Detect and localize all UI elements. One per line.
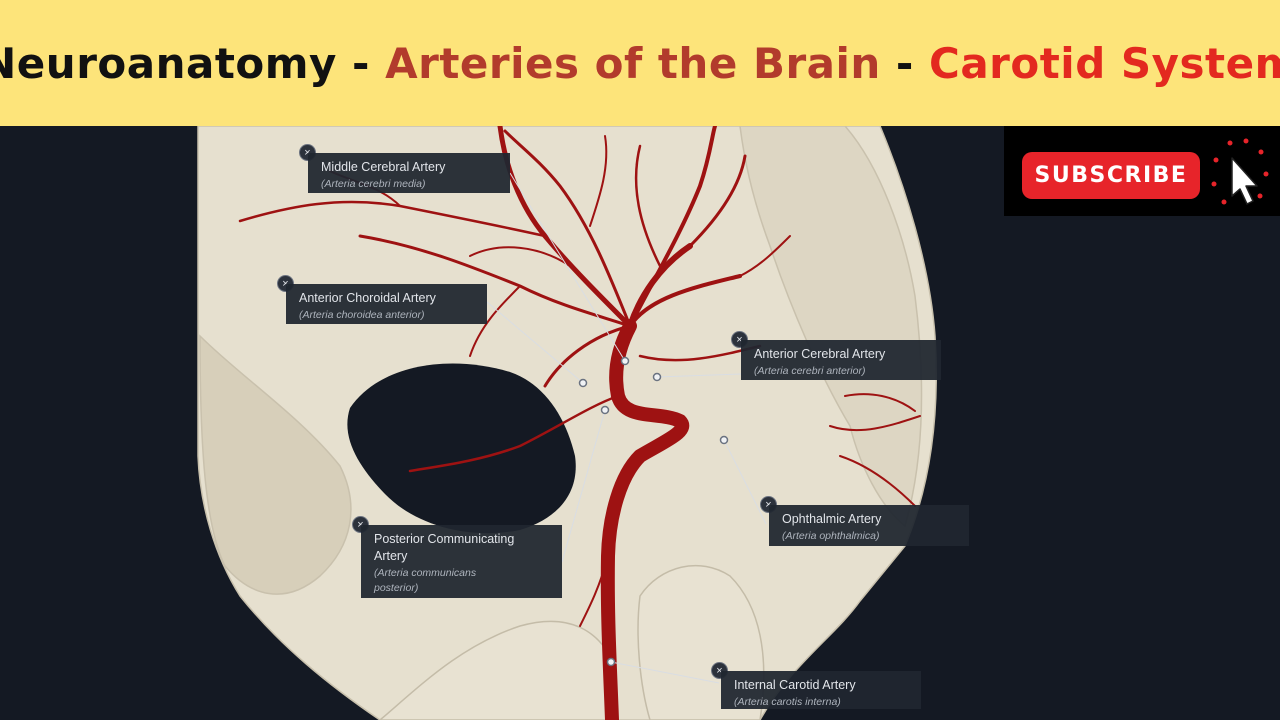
close-icon: × [357,519,363,531]
video-title: Neuroanatomy - Arteries of the Brain - C… [0,39,1280,88]
label-name: Ophthalmic Artery [782,512,882,526]
label-leader-lines [486,172,767,684]
title-separator: - [336,38,386,88]
label-anchor-dots[interactable] [578,356,729,667]
label-middle-cerebral-artery: Middle Cerebral Artery (Arteria cerebri … [308,153,510,193]
close-icon: × [736,334,743,346]
close-icon: × [716,665,723,677]
label-latin-name: (Arteria choroidea anterior) [299,309,425,321]
label-latin-name: (Arteria communicans posterior) [374,567,477,594]
label-anterior-cerebral-artery: Anterior Cerebral Artery (Arteria cerebr… [741,340,941,380]
label-name: Anterior Cerebral Artery [754,347,886,361]
subscribe-label: SUBSCRIBE [1034,163,1188,188]
foramen-shadow [347,363,576,534]
title-separator: - [880,38,929,88]
label-ophthalmic-artery: Ophthalmic Artery (Arteria ophthalmica) [769,505,969,546]
label-latin-name: (Arteria cerebri media) [321,178,426,190]
label-posterior-communicating-artery: Posterior Communicating Artery (Arteria … [361,525,562,598]
subscribe-button[interactable]: SUBSCRIBE [1022,152,1200,199]
label-name: Anterior Choroidal Artery [299,291,436,305]
label-latin-name: (Arteria ophthalmica) [782,530,880,542]
title-banner: Neuroanatomy - Arteries of the Brain - C… [0,0,1280,126]
title-part-carotid: Carotid System [929,38,1280,88]
label-name: Posterior Communicating Artery [374,532,515,563]
close-icon: × [304,147,310,159]
close-icon: × [765,499,771,511]
label-anterior-choroidal-artery: Anterior Choroidal Artery (Arteria choro… [286,284,487,324]
label-internal-carotid-artery: Internal Carotid Artery (Arteria carotis… [721,671,921,709]
title-part-neuroanatomy: Neuroanatomy [0,38,337,88]
label-latin-name: (Arteria carotis interna) [734,696,841,708]
label-name: Middle Cerebral Artery [321,160,446,174]
title-part-arteries: Arteries of the Brain [385,38,881,88]
cursor-click-icon [1211,138,1269,205]
label-name: Internal Carotid Artery [734,678,856,692]
close-icon: × [282,278,288,290]
label-latin-name: (Arteria cerebri anterior) [754,365,866,377]
